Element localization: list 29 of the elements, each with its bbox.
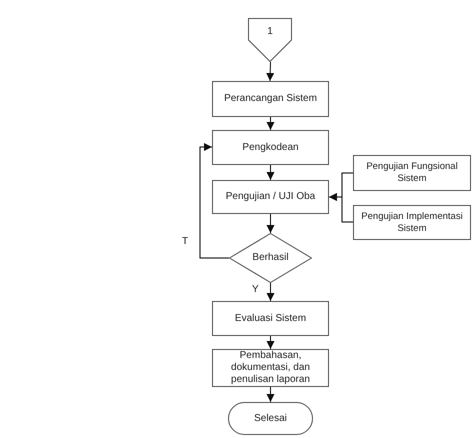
terminator <box>228 402 313 435</box>
arrow <box>328 193 354 222</box>
node-label: 1 <box>267 26 273 38</box>
node-label: Pengujian Fungsional Sistem <box>365 161 459 185</box>
off-page-connector <box>248 18 292 62</box>
node-label: Evaluasi Sistem <box>234 312 306 324</box>
process-box <box>212 180 329 214</box>
node-label: Pengujian Implementasi Sistem <box>360 210 464 234</box>
process-box <box>353 205 471 240</box>
arrow <box>266 116 274 130</box>
arrow <box>266 214 274 234</box>
process-box <box>212 81 329 117</box>
node-label: Pengkodean <box>242 142 299 154</box>
arrow <box>266 336 274 350</box>
process-box <box>353 155 471 191</box>
node-label: Pembahasan, dokumentasi, dan penulisan laporan <box>230 350 311 386</box>
node-label: Selesai <box>254 412 287 424</box>
arrow <box>266 164 274 180</box>
arrow <box>266 282 274 302</box>
arrow <box>266 62 274 82</box>
arrow <box>200 143 230 258</box>
process-box <box>212 301 329 336</box>
node-label: Pengujian / UJI Oba <box>226 191 316 203</box>
decision-diamond <box>229 233 312 283</box>
process-box <box>212 349 329 387</box>
process-box <box>212 130 329 165</box>
node-label: Berhasil <box>252 252 289 264</box>
arrow <box>266 386 274 402</box>
node-label: Perancangan Sistem <box>224 93 317 105</box>
